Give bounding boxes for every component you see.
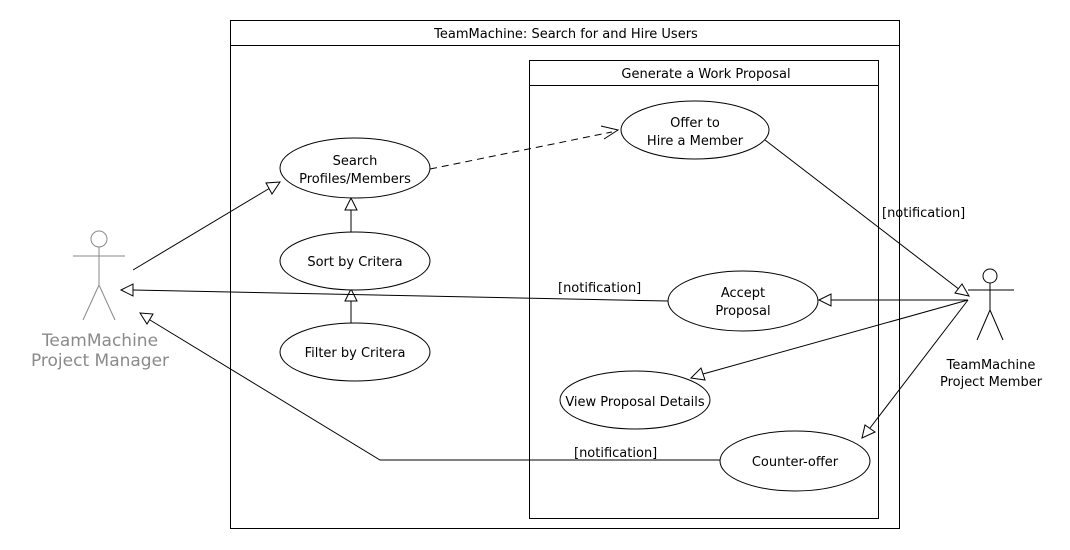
use-case-accept[interactable]: Accept Proposal [667, 270, 819, 332]
search-arrowhead [265, 181, 281, 195]
view-label: View Proposal Details [565, 395, 705, 410]
manager-arrowhead-counter [139, 312, 154, 325]
subsystem-boundary: Generate a Work Proposal [529, 60, 879, 519]
manager-label-line2: Project Manager [31, 351, 169, 371]
member-counter-association [869, 299, 969, 429]
manager-arrowhead-accept [119, 283, 134, 297]
manager-stick-figure-icon [73, 230, 125, 321]
use-case-filter[interactable]: Filter by Critera [279, 322, 431, 382]
counter-arrowhead [861, 424, 876, 439]
offer-label-line1: Offer to [670, 116, 720, 131]
use-case-view[interactable]: View Proposal Details [559, 370, 711, 430]
search-offer-dependency [429, 131, 613, 170]
offer-open-arrowhead [600, 125, 620, 140]
offer-label-line2: Hire a Member [647, 134, 744, 149]
sort-search-arrowhead [344, 196, 358, 211]
sort-label: Sort by Critera [307, 255, 402, 270]
accept-manager-association [132, 289, 669, 302]
use-case-sort[interactable]: Sort by Critera [279, 231, 431, 291]
counter-label: Counter-offer [752, 455, 839, 470]
offer-member-association [764, 139, 961, 291]
member-label-line2: Project Member [940, 375, 1043, 390]
offer-notification-note: [notification] [882, 206, 965, 221]
accept-label-line2: Proposal [715, 304, 770, 319]
member-stick-figure-icon [968, 268, 1014, 341]
view-arrowhead [689, 367, 706, 381]
use-case-offer[interactable]: Offer to Hire a Member [620, 100, 770, 160]
project-member-actor[interactable]: TeamMachine Project Member [940, 268, 1043, 390]
system-boundary: TeamMachine: Search for and Hire Users [230, 20, 900, 529]
member-view-association [702, 299, 969, 375]
manager-label-line1: TeamMachine [41, 331, 158, 351]
accept-notification-note: [notification] [558, 281, 641, 296]
member-arrowhead [954, 283, 971, 297]
system-title: TeamMachine: Search for and Hire Users [433, 27, 698, 42]
project-manager-actor[interactable]: TeamMachine Project Manager [31, 230, 169, 371]
filter-label: Filter by Critera [305, 346, 406, 361]
accept-label-line1: Accept [721, 286, 765, 301]
subsystem-title: Generate a Work Proposal [621, 67, 790, 82]
use-case-search[interactable]: Search Profiles/Members [279, 137, 431, 199]
manager-search-association [132, 187, 271, 271]
member-label-line1: TeamMachine [946, 358, 1036, 373]
accept-arrowhead [817, 293, 832, 307]
connectors [119, 125, 971, 461]
counter-manager-association [149, 319, 720, 461]
search-label-line1: Search [333, 154, 378, 169]
use-case-counter[interactable]: Counter-offer [719, 430, 871, 492]
counter-notification-note: [notification] [574, 446, 657, 461]
search-label-line2: Profiles/Members [299, 172, 411, 187]
